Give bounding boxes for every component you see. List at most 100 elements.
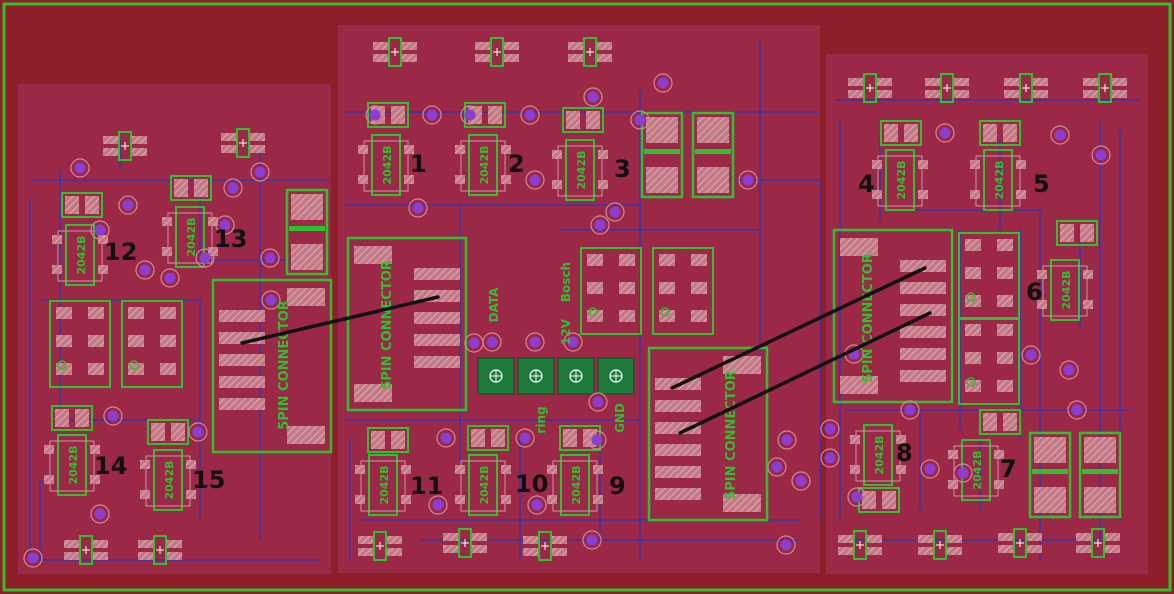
via-ring-33 xyxy=(428,495,448,515)
connector-center-right-pin-4 xyxy=(655,444,701,456)
connector-right-mount-b xyxy=(840,376,878,394)
connector-right-pin-5 xyxy=(900,348,946,360)
via-19 xyxy=(74,162,86,174)
via-ring-3 xyxy=(408,198,428,218)
connector-center-right-pin-6 xyxy=(655,488,701,500)
via-11 xyxy=(594,219,606,231)
ic-center-2-outline xyxy=(652,247,714,335)
via-17 xyxy=(227,182,239,194)
channel-number-13: 13 xyxy=(214,225,247,253)
bigcap-right-b-pad-b xyxy=(1084,487,1116,513)
connector-label-center-right-text: 5PIN CONNECTOR xyxy=(724,370,739,500)
chip-right-3-silk xyxy=(1042,265,1088,317)
chip-bottom-1-pad-4 xyxy=(401,495,411,504)
via-10 xyxy=(742,174,754,186)
right-top-resistor-1-origin xyxy=(866,84,874,92)
ic-center-2-pad-r1 xyxy=(691,282,707,294)
cap-top-3-outline xyxy=(562,107,604,133)
chip-bottom-1-silk xyxy=(360,460,406,512)
ic-left-2-pin1 xyxy=(129,360,139,370)
via-ring-25 xyxy=(188,422,208,442)
right-bottom-resistor-4-pad-b xyxy=(1076,545,1092,553)
connector-right-mount-a xyxy=(840,238,878,256)
via-15 xyxy=(139,264,151,276)
connector-label-left-line1: 5PIN CONNECTOR xyxy=(277,300,292,430)
via-ring-38 xyxy=(563,332,583,352)
chip-3-silk xyxy=(557,145,603,197)
chip-left-1-pad-3 xyxy=(98,235,108,244)
via-ring-46 xyxy=(900,400,920,420)
connector-center-left-pin-1 xyxy=(414,268,460,280)
right-top-resistor-2-origin xyxy=(943,84,951,92)
jumper-wires xyxy=(240,266,932,435)
bottom-resistor-3-pad-a xyxy=(523,536,539,544)
via-35 xyxy=(468,337,480,349)
via-50 xyxy=(1071,404,1083,416)
cap-right-bottom-1-pad-b xyxy=(1003,413,1017,431)
chip-left-bottom-1-silk xyxy=(49,440,95,492)
right-top-resistor-4-pad-c xyxy=(1111,78,1127,86)
chip-right-2-pad-4 xyxy=(1016,190,1026,199)
ic-center-2-pad-l0 xyxy=(659,254,675,266)
bottom-resistor-1-pad-b xyxy=(358,548,374,556)
left-top-resistor-2-pad-a xyxy=(221,133,237,141)
chip-right-2-pad-3 xyxy=(1016,160,1026,169)
via-22 xyxy=(219,219,231,231)
connector-left-pin-3 xyxy=(219,354,265,366)
chip-1-outline xyxy=(371,134,401,196)
left-top-resistor-1-pad-d xyxy=(131,148,147,156)
right-bottom-resistor-4-pad-d xyxy=(1104,545,1120,553)
right-top-resistor-3-pad-d xyxy=(1032,90,1048,98)
connector-left-mount-a xyxy=(287,288,325,306)
via-ring-50 xyxy=(1067,400,1087,420)
chip-right-bottom-1-pad-2 xyxy=(850,465,860,474)
chip-right-3-pad-4 xyxy=(1083,300,1093,309)
bigcap-left-stripe xyxy=(289,226,325,231)
cap-bottom-2-outline xyxy=(467,425,509,451)
chip-bottom-1-pad-2 xyxy=(355,495,365,504)
bottom-resistor-3-pad-b xyxy=(523,548,539,556)
right-top-resistor-1-pad-c xyxy=(876,78,892,86)
via-ring-28 xyxy=(436,428,456,448)
bottom-resistor-3-pad-d xyxy=(551,548,567,556)
terminal-pin-4-cross xyxy=(610,370,622,382)
bottom-resistor-3-origin xyxy=(541,542,549,550)
right-top-resistor-3-pad-b xyxy=(1004,90,1020,98)
connector-center-left-mount-b xyxy=(354,384,392,402)
connector-left-pin-4 xyxy=(219,376,265,388)
chip-left-2-label: 2042B xyxy=(185,218,198,257)
chip-left-bottom-1-outline xyxy=(57,434,87,496)
via-ring-5 xyxy=(520,105,540,125)
via-ring-55 xyxy=(935,123,955,143)
chip-right-2-pad-1 xyxy=(970,160,980,169)
ic-right-1-pad-r0 xyxy=(997,239,1013,251)
terminal-label-gnd: GND xyxy=(613,403,627,433)
ic-right-1-pad-r2 xyxy=(997,295,1013,307)
cap-top-3-pad-a xyxy=(566,111,580,129)
bottom-resistor-1-pad-a xyxy=(358,536,374,544)
chip-right-3-outline xyxy=(1050,259,1080,321)
cap-left-top-1-pad-b xyxy=(85,196,99,214)
via-ring-9 xyxy=(653,73,673,93)
right-bottom-resistor-2-pad-c xyxy=(946,535,962,543)
right-bottom-resistor-3-pad-b xyxy=(998,545,1014,553)
right-bottom-resistor-1-pad-b xyxy=(838,547,854,555)
chip-1-pad-4 xyxy=(404,175,414,184)
cap-top-3-pad-b xyxy=(586,111,600,129)
chip-right-bottom-1-pad-1 xyxy=(850,435,860,444)
chip-1-pad-1 xyxy=(358,145,368,154)
ic-right-2-pin1 xyxy=(966,377,976,387)
via-3 xyxy=(412,202,424,214)
connector-center-left-outline xyxy=(346,236,468,412)
top-resistor-1-pad-d xyxy=(401,54,417,62)
chip-left-bottom-2-pad-4 xyxy=(186,490,196,499)
via-ring-54 xyxy=(847,487,867,507)
bottom-resistor-1-pad-d xyxy=(386,548,402,556)
via-ring-47 xyxy=(920,459,940,479)
chip-2-pad-1 xyxy=(455,145,465,154)
ic-center-1-outline xyxy=(580,247,642,335)
via-ring-4 xyxy=(460,105,480,125)
ic-right-2-pad-l1 xyxy=(965,352,981,364)
chip-2-pad-3 xyxy=(501,145,511,154)
